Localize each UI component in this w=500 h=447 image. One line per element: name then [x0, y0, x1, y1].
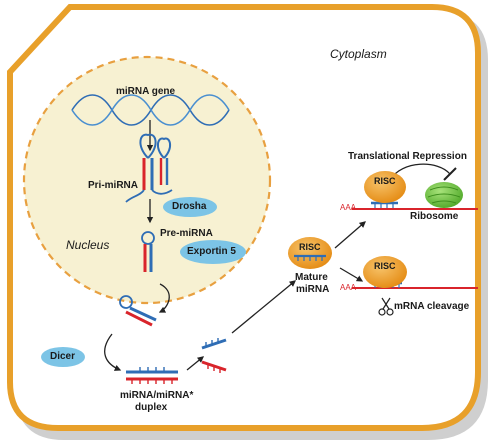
nucleus-label: Nucleus — [66, 238, 110, 252]
repression-bar — [443, 167, 457, 181]
dna-double-helix — [71, 94, 230, 126]
risc-complex-translational — [364, 171, 406, 203]
mrna-cleavage-label: mRNA cleavage — [394, 301, 470, 312]
mature-label-line2: miRNA — [296, 284, 330, 295]
drosha-label: Drosha — [172, 201, 207, 212]
scissors-icon — [378, 297, 394, 316]
poly-a-label-bottom: AAA — [340, 283, 357, 292]
pri-mirna-hairpin — [125, 133, 173, 203]
dicer-protein — [41, 347, 85, 367]
dicer-label: Dicer — [50, 351, 76, 362]
translational-repression-label: Translational Repression — [348, 151, 467, 162]
pre-mirna-hairpin — [141, 231, 155, 272]
risc-label-mature: RISC — [299, 242, 321, 252]
ribosome-label: Ribosome — [410, 211, 459, 222]
bound-mirna-top — [371, 201, 398, 208]
mature-label-line1: Mature — [295, 272, 328, 283]
unwound-strands — [201, 338, 227, 373]
arrow-export — [158, 283, 170, 313]
duplex-label-line1: miRNA/miRNA* — [120, 390, 194, 401]
exportin-protein — [180, 240, 246, 264]
pre-mirna-label: Pre-miRNA — [160, 228, 213, 239]
risc-complex-mature — [288, 237, 332, 269]
mature-mirna-strand — [294, 254, 326, 261]
arrow-dicer — [104, 333, 122, 371]
arrow-to-cleavage — [339, 267, 364, 282]
poly-a-label-top: AAA — [340, 203, 357, 212]
arrow-to-mature — [231, 280, 297, 334]
arrow-duplex-unwind — [186, 356, 205, 371]
drosha-protein — [163, 197, 217, 217]
arrow-to-translational — [334, 221, 366, 249]
mirna-gene-label: miRNA gene — [116, 86, 176, 97]
risc-label-cleavage: RISC — [374, 261, 396, 271]
duplex-rna — [126, 367, 178, 384]
ribosome — [425, 182, 463, 208]
risc-complex-cleavage — [363, 256, 407, 288]
cytoplasm-label: Cytoplasm — [330, 47, 387, 61]
duplex-label-line2: duplex — [135, 402, 168, 413]
pri-mirna-label: Pri-miRNA — [88, 180, 139, 191]
cytoplasmic-pre-mirna — [119, 295, 157, 327]
risc-label-translational: RISC — [374, 176, 396, 186]
exportin-label: Exportin 5 — [187, 246, 236, 257]
